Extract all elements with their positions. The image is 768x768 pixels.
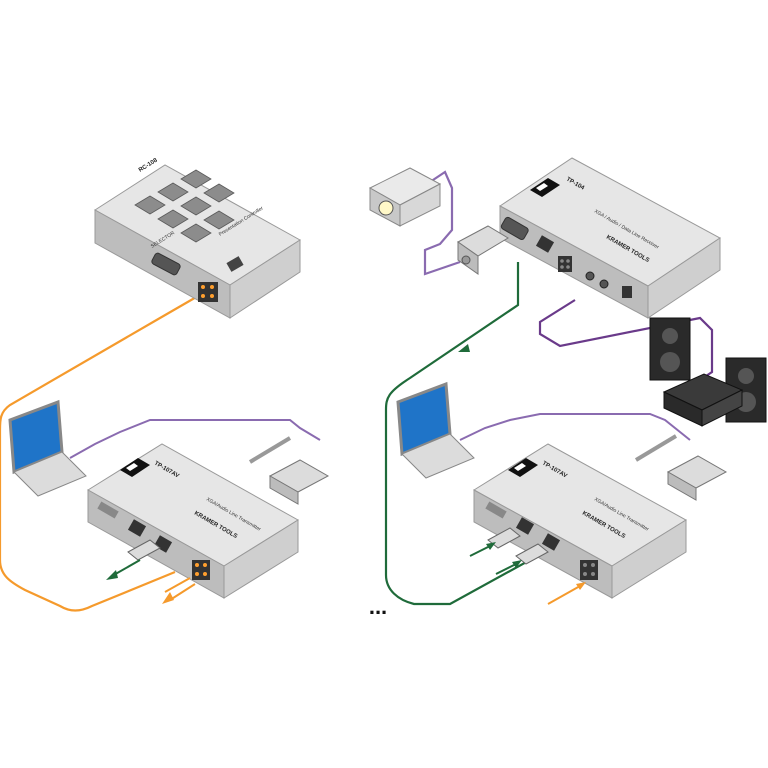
rc108-side xyxy=(229,239,301,319)
vga-connector-left xyxy=(268,459,330,505)
tp104-receiver: TP-104 XGA / Audio / Data Line Receiver … xyxy=(499,157,721,319)
control-arrow-right-head xyxy=(576,582,586,590)
projector-lens xyxy=(378,200,394,216)
rc108-button-8[interactable] xyxy=(203,210,235,230)
tp104-vga-port[interactable] xyxy=(500,216,529,240)
vga-connector-tp104 xyxy=(457,225,509,275)
laptop-right-base xyxy=(401,433,475,479)
continuation-ellipsis: ... xyxy=(369,594,387,619)
tp104-rj45-port[interactable] xyxy=(535,235,555,253)
speaker-left xyxy=(649,317,691,381)
tp107av-left: TP-107AV XGA/Audio Line Transmitter KRAM… xyxy=(87,443,299,599)
audio-plug-right xyxy=(634,434,678,462)
projector xyxy=(368,167,442,227)
tp107av-right-dipswitch[interactable] xyxy=(485,501,507,519)
control-arrow-left-1 xyxy=(164,577,191,593)
laptop-video-cable-left xyxy=(69,419,321,459)
rj-plug-right-2 xyxy=(515,543,549,565)
rc108-usb-port[interactable] xyxy=(226,256,244,272)
tp104-side xyxy=(647,237,721,319)
rc108-button-4[interactable] xyxy=(157,209,189,229)
rc108-button-3[interactable] xyxy=(180,169,212,189)
control-cable-orange xyxy=(0,291,206,612)
rc108-terminal-block[interactable] xyxy=(198,282,218,302)
rc108-serial-port[interactable] xyxy=(151,252,181,276)
rj-plug-right-1 xyxy=(487,527,521,549)
rc108-button-7[interactable] xyxy=(180,223,212,243)
tp-arrow-left-head xyxy=(106,570,118,580)
tp107av-left-rj45-1[interactable] xyxy=(127,519,147,537)
laptop-video-cable-right xyxy=(459,413,691,441)
control-arrow-left-head xyxy=(162,592,174,604)
tp107av-right: TP-107AV XGA/Audio Line Transmitter KRAM… xyxy=(473,443,687,599)
rc108-controller: RC-108 Presentation Controller SELECTOR xyxy=(94,157,301,319)
tp104-terminal-block[interactable] xyxy=(558,256,572,272)
rc108-button-5[interactable] xyxy=(180,196,212,216)
tp107av-right-side xyxy=(611,519,687,599)
tp-cable-arrow xyxy=(458,344,470,352)
tp-arrow-right-1 xyxy=(469,545,491,557)
audio-cable-amplifier xyxy=(538,299,714,381)
laptop-left xyxy=(8,399,87,497)
tp107av-right-logo xyxy=(508,458,538,477)
tp107av-left-logo xyxy=(120,458,150,477)
rc108-button-2[interactable] xyxy=(157,182,189,202)
rc108-buttons xyxy=(134,169,235,243)
tp104-audio-jack-2[interactable] xyxy=(599,279,609,289)
tp107av-left-terminal-block[interactable] xyxy=(192,560,210,580)
vga-connector-right xyxy=(666,455,728,501)
rc108-button-1[interactable] xyxy=(134,195,166,215)
rj-plug-left xyxy=(127,539,161,561)
tp104-power-jack[interactable] xyxy=(622,286,632,298)
tp107av-right-rj45-1[interactable] xyxy=(515,517,535,535)
tp-arrow-right-2 xyxy=(495,563,517,575)
laptop-left-base xyxy=(13,451,87,497)
tp107av-right-terminal-block[interactable] xyxy=(580,560,598,580)
video-cable-projector xyxy=(419,170,461,276)
control-arrow-right xyxy=(547,585,581,605)
tp-cable-green xyxy=(384,262,531,606)
tp107av-right-rj45-2[interactable] xyxy=(541,533,561,551)
laptop-right xyxy=(396,381,475,479)
tp107av-left-dipswitch[interactable] xyxy=(97,501,119,519)
audio-plug-left xyxy=(248,436,292,464)
amplifier xyxy=(662,373,744,427)
rc108-button-6[interactable] xyxy=(203,183,235,203)
tp-arrow-right-2-head xyxy=(512,560,522,568)
tp107av-left-side xyxy=(223,519,299,599)
tp104-logo xyxy=(530,178,560,197)
tp-arrow-right-1-head xyxy=(486,542,496,550)
control-arrow-left-2 xyxy=(169,583,196,601)
tp104-audio-jack[interactable] xyxy=(585,271,595,281)
tp107av-left-rj45-2[interactable] xyxy=(153,535,173,553)
